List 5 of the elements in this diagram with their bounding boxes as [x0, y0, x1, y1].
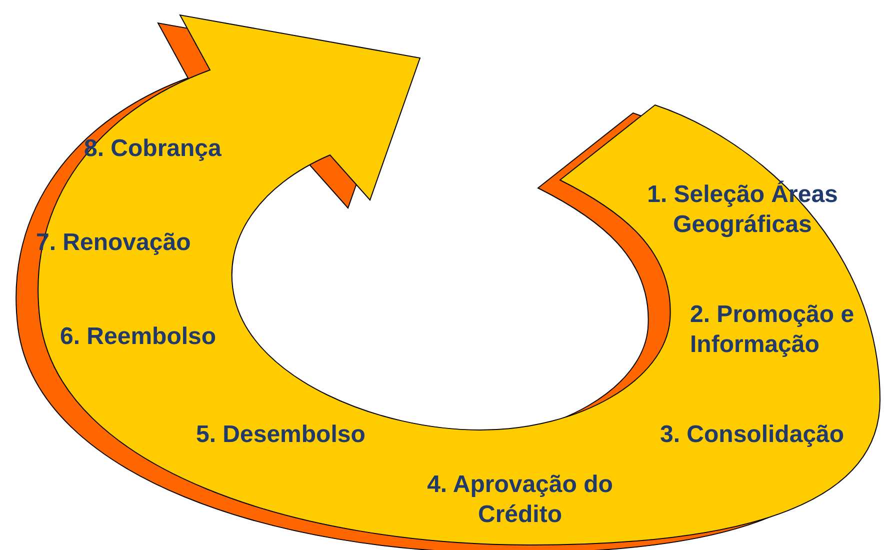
step-label: 2. Promoção e Informação	[690, 300, 856, 360]
step-label: 4. Aprovação do Crédito	[426, 470, 614, 530]
step-label: 6. Reembolso	[60, 322, 218, 352]
step-label: 5. Desembolso	[196, 420, 366, 450]
step-label: 3. Consolidação	[660, 420, 846, 450]
